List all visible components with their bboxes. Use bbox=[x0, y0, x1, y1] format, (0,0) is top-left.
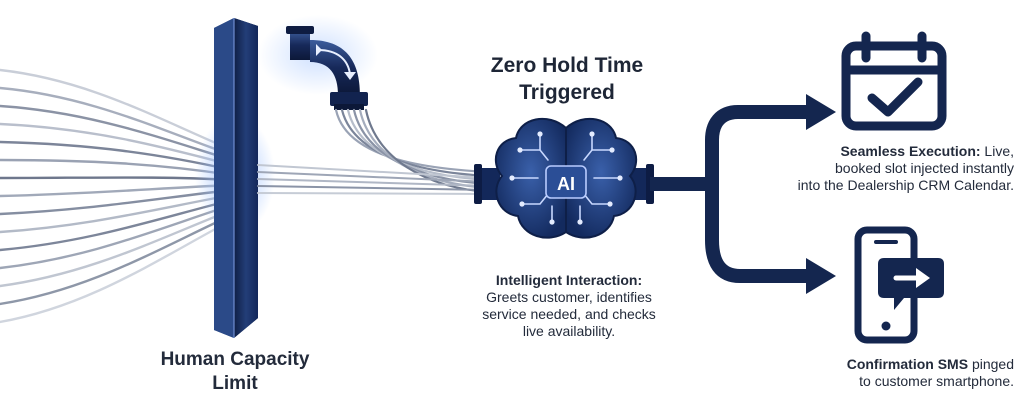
headline: Zero Hold Time Triggered bbox=[455, 52, 679, 106]
calendar-check-icon bbox=[841, 31, 947, 131]
branch-arrows bbox=[650, 105, 806, 283]
sms-description-lead: Confirmation SMS bbox=[846, 356, 969, 372]
ai-chip-label: AI bbox=[557, 174, 575, 194]
ai-input-connector bbox=[474, 164, 500, 204]
incoming-call-lines bbox=[0, 68, 234, 324]
wall-label-line-1: Human Capacity bbox=[160, 349, 310, 370]
ai-description-line-3: live availability. bbox=[522, 323, 616, 339]
through-wall-lines bbox=[257, 164, 491, 195]
sms-description-line-2: to customer smartphone. bbox=[859, 373, 1014, 389]
overflow-pipe bbox=[258, 15, 378, 110]
calendar-description-line-1: Live, bbox=[980, 143, 1014, 159]
calendar-description: Seamless Execution: Live, booked slot in… bbox=[764, 143, 1014, 194]
ai-brain-icon bbox=[494, 118, 638, 239]
arrow-head-calendar bbox=[806, 94, 836, 130]
calendar-description-lead: Seamless Execution: bbox=[840, 143, 981, 159]
wall-label-line-2: Limit bbox=[212, 373, 258, 394]
calendar-description-line-3: into the Dealership CRM Calendar. bbox=[797, 177, 1014, 193]
ai-description-lead: Intelligent Interaction: bbox=[495, 272, 643, 288]
ai-description: Intelligent Interaction: Greets customer… bbox=[444, 272, 694, 340]
arrow-head-phone bbox=[806, 258, 836, 294]
pipe-output-lines bbox=[334, 108, 492, 194]
smartphone-message-icon bbox=[854, 226, 944, 344]
ai-chip bbox=[545, 165, 587, 199]
ai-description-line-1: Greets customer, identifies bbox=[486, 289, 652, 305]
calendar-description-line-2: booked slot injected instantly bbox=[835, 160, 1014, 176]
headline-line-1: Zero Hold Time bbox=[490, 54, 644, 77]
sms-description-line-1: pinged bbox=[968, 356, 1014, 372]
ai-description-line-2: service needed, and checks bbox=[482, 306, 656, 322]
sms-description: Confirmation SMS pinged to customer smar… bbox=[774, 356, 1014, 390]
headline-line-2: Triggered bbox=[519, 81, 615, 104]
wall-label: Human Capacity Limit bbox=[130, 348, 340, 396]
capacity-wall bbox=[214, 18, 258, 338]
